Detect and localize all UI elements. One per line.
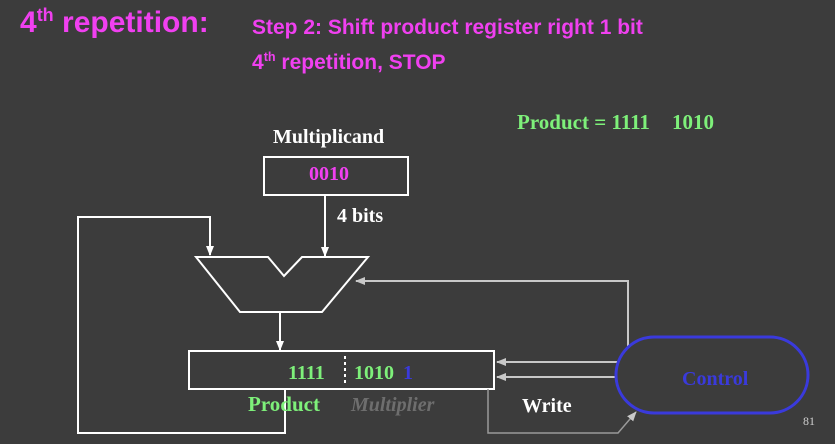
product-label: Product [248,392,320,416]
multiplicand-register [263,156,409,196]
repetition-number: 4 [20,6,37,39]
product-result-label: Product = 1111 [517,110,650,134]
product-low-bits: 1010 [354,362,394,384]
repetition-sup: th [36,5,54,25]
product-high-bits: 1111 [288,362,325,384]
stop-number: 4 [252,51,264,74]
repetition-word: repetition: [53,6,209,39]
feedback-wire [77,216,286,434]
control-to-alu-wire [355,277,629,346]
stop-line: 4th repetition, STOP [252,51,446,75]
product-register [188,350,495,390]
multiplicand-title: Multiplicand [273,126,385,148]
stop-text: repetition, STOP [275,51,446,74]
control-unit [614,335,810,415]
product-extra-bit: 1 [403,362,413,384]
bus-width-label: 4 bits [337,205,384,227]
control-label: Control [682,368,749,390]
lsb-to-control-wire [487,389,637,434]
stop-sup: th [263,50,276,64]
repetition-heading: 4th repetition: [20,6,209,40]
page-number: 81 [803,414,815,428]
step-line: Step 2: Shift product register right 1 b… [252,16,643,39]
multiplier-label: Multiplier [351,394,435,416]
alu-adder [193,256,371,313]
product-result-low: 1010 [671,110,714,134]
write-label: Write [522,395,572,417]
multiplicand-value: 0010 [309,163,349,185]
product-result: Product = 1111 1010 [517,110,714,135]
